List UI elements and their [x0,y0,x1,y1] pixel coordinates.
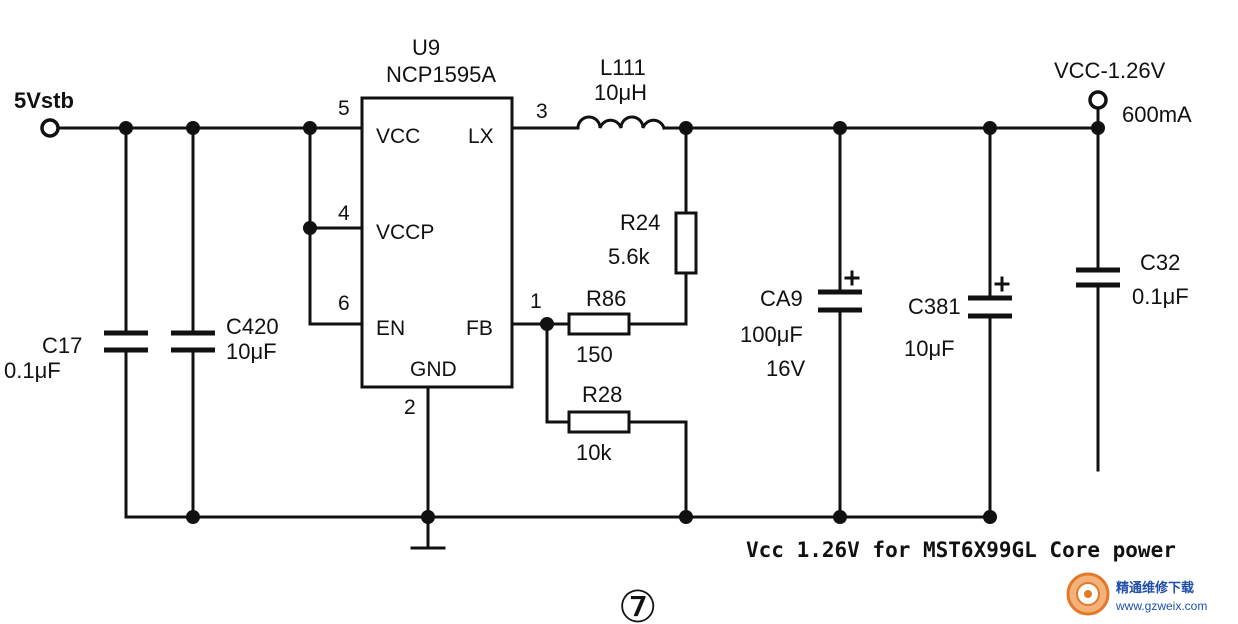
ca9-ref: CA9 [760,286,803,311]
r28-value: 10k [576,440,612,465]
pin-lx-name: LX [468,125,494,148]
output-terminal [1088,90,1108,110]
ca9-value: 100μF [740,322,803,347]
c381-ref: C381 [908,294,961,319]
ic-ref: U9 [412,35,440,60]
output-current-label: 600mA [1122,102,1192,127]
c420-ref: C420 [226,314,279,339]
r86-value: 150 [576,342,613,367]
junction-dots [119,121,1105,524]
ic-part: NCP1595A [386,62,496,87]
page-number: ⑦ [618,583,657,624]
resistor-r28 [567,410,631,434]
pin-gnd-name: GND [410,358,457,381]
watermark-logo: 精通维修下载 www.gzweix.com [1066,572,1207,616]
c17-value: 0.1μF [4,358,61,383]
capacitor-c420 [171,330,215,353]
c17-ref: C17 [42,333,82,358]
r24-ref: R24 [620,210,660,235]
pin-vcc-num: 5 [338,97,350,120]
watermark-name: 精通维修下载 [1116,580,1194,595]
input-terminal [40,118,60,138]
l111-value: 10μH [594,80,647,105]
ic-body [360,96,514,389]
pin-en-num: 6 [338,292,350,315]
c32-ref: C32 [1140,250,1180,275]
l111-ref: L111 [600,55,646,80]
pin-lx-num: 3 [536,100,548,123]
watermark-url: www.gzweix.com [1115,599,1207,613]
pin-fb-name: FB [466,317,493,340]
capacitor-c381 [968,276,1012,319]
capacitor-c17 [104,330,148,353]
ca9-voltage: 16V [766,356,805,381]
input-label: 5Vstb [14,88,74,113]
r24-value: 5.6k [608,244,651,269]
inductor-l111 [576,115,666,130]
pin-en-name: EN [376,317,405,340]
resistor-r86 [567,312,631,336]
r86-ref: R86 [586,286,626,311]
capacitor-c32 [1076,267,1120,288]
c381-value: 10μF [904,336,955,361]
pin-fb-num: 1 [530,290,542,313]
c420-value: 10μF [226,339,277,364]
output-voltage-label: VCC-1.26V [1054,58,1166,83]
pin-vccp-num: 4 [338,202,350,225]
pin-vccp-name: VCCP [376,221,434,244]
caption: Vcc 1.26V for MST6X99GL Core power [746,538,1176,562]
pin-gnd-num: 2 [404,396,416,419]
pin-vcc-name: VCC [376,125,420,148]
wires [54,108,1100,550]
capacitor-ca9 [818,270,862,313]
resistor-r24 [674,211,698,275]
c32-value: 0.1μF [1132,284,1189,309]
r28-ref: R28 [582,382,622,407]
